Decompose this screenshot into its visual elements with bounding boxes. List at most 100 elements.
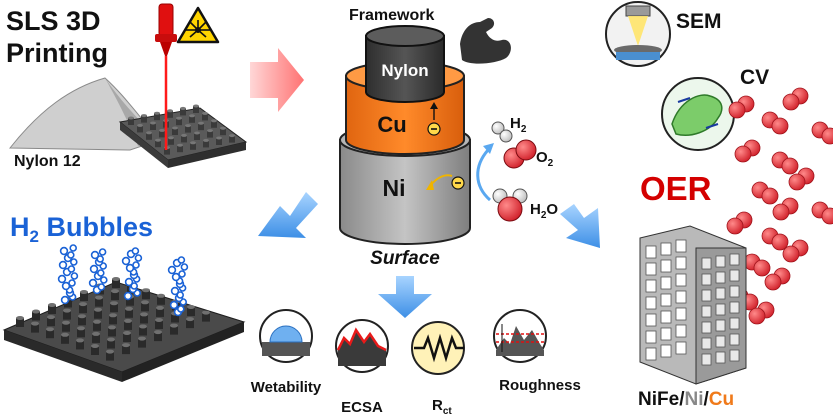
ecsa-icon [335,319,389,373]
lattice-cell [729,349,740,362]
cv-label: CV [740,66,769,89]
bed-post [137,125,143,133]
bed-post [46,329,54,339]
bed-post [159,130,165,138]
h2-bubble [121,256,131,266]
lattice-cell [660,344,672,358]
bed-post-top [128,116,134,120]
bed-post [193,106,199,113]
bed-post [157,295,165,305]
bed-post [128,118,134,125]
bed-post-top [216,136,222,140]
o2-bubble [761,187,779,205]
printed-bed-side [168,142,246,168]
o2-bubble [821,127,833,145]
bed-post-top [176,116,182,120]
bed-post-top [124,318,132,323]
bed-post [123,333,131,342]
sem-icon [605,1,671,67]
h2-bubble [68,279,76,287]
h2o-label: H2O [530,201,558,221]
arrow-to-oer [560,204,600,248]
bed-post-top [181,133,187,137]
bed-post-top [185,124,191,128]
o2-bubble [734,145,752,163]
h2-bubble [170,286,180,296]
h2-bubble [123,291,133,301]
lattice-cell [729,301,740,314]
h2-bubble [130,282,138,290]
bed-post-top [186,317,194,322]
bed-post-top [150,121,156,125]
bed-post [156,307,164,317]
arrow-to-h2-bubbles [258,192,318,238]
h2-bubble [70,272,79,280]
sem-label: SEM [676,10,722,33]
bed-post-top [168,136,174,140]
bed-post-top [154,330,162,335]
h2-bubble [89,264,99,274]
bed-post-top [32,309,40,314]
bed-post-top [138,336,146,341]
nylon-layer-top [365,25,445,47]
bed-post-top [154,111,160,115]
laser-nozzle [160,42,172,56]
bed-post-top [146,131,152,135]
lattice-cell [715,287,726,300]
bed-post [186,319,194,329]
lattice-cell [675,307,687,321]
bed-post [108,327,116,337]
lattice-cell [645,347,657,361]
bed-post-top [122,343,130,348]
bed-post [124,320,132,330]
bed-post [78,316,86,326]
lattice-cell [675,239,687,253]
o2-bubble [726,217,744,235]
lattice-cell [701,289,712,302]
h2-bubble [60,295,70,305]
rct-label: Rct [432,397,452,417]
bed-post-top [180,106,186,110]
bed-post [172,128,178,135]
bed-post-top [107,337,115,342]
h2-bubble [69,244,77,252]
lattice-cell [675,256,687,270]
bed-post [207,130,213,138]
bed-post [80,292,88,301]
bed-post [122,345,130,355]
bed-post [125,308,133,318]
electron-transfer-arrowhead [426,180,434,190]
bed-post-top [189,114,195,118]
sls-title-line1: SLS 3D [6,6,101,36]
bed-post [154,113,160,121]
bed-post-top [125,306,133,311]
h2o-molecule-icon [492,188,528,222]
arrow-to-properties [378,276,432,318]
lattice-cell [660,259,672,273]
lattice-cell [645,245,657,259]
h2-bubble [125,263,135,273]
bed-post [202,113,208,121]
o2-bubble [728,101,746,119]
oxidation-arrowhead [483,143,494,154]
bed-post-top [91,344,99,348]
nylon-layer [365,35,445,103]
flexed-arm-icon [460,18,511,64]
h2-bubble [97,269,105,277]
bed-post-top [77,326,85,331]
bed-post-top [93,319,101,324]
bed-post-top [109,313,117,318]
lattice-cell [701,273,712,286]
cu-layer-label: Cu [377,112,406,137]
bed-post-top [207,129,213,133]
bed-post [93,321,101,331]
bed-post [47,317,55,327]
bed-post-top [211,119,217,123]
bed-post-top [187,305,195,309]
bed-post [142,290,150,300]
bed-post [139,326,147,336]
bed-post [138,338,146,348]
laser-warning-icon [176,6,220,44]
bed-post-top [167,109,173,113]
lattice-cell [715,255,726,268]
